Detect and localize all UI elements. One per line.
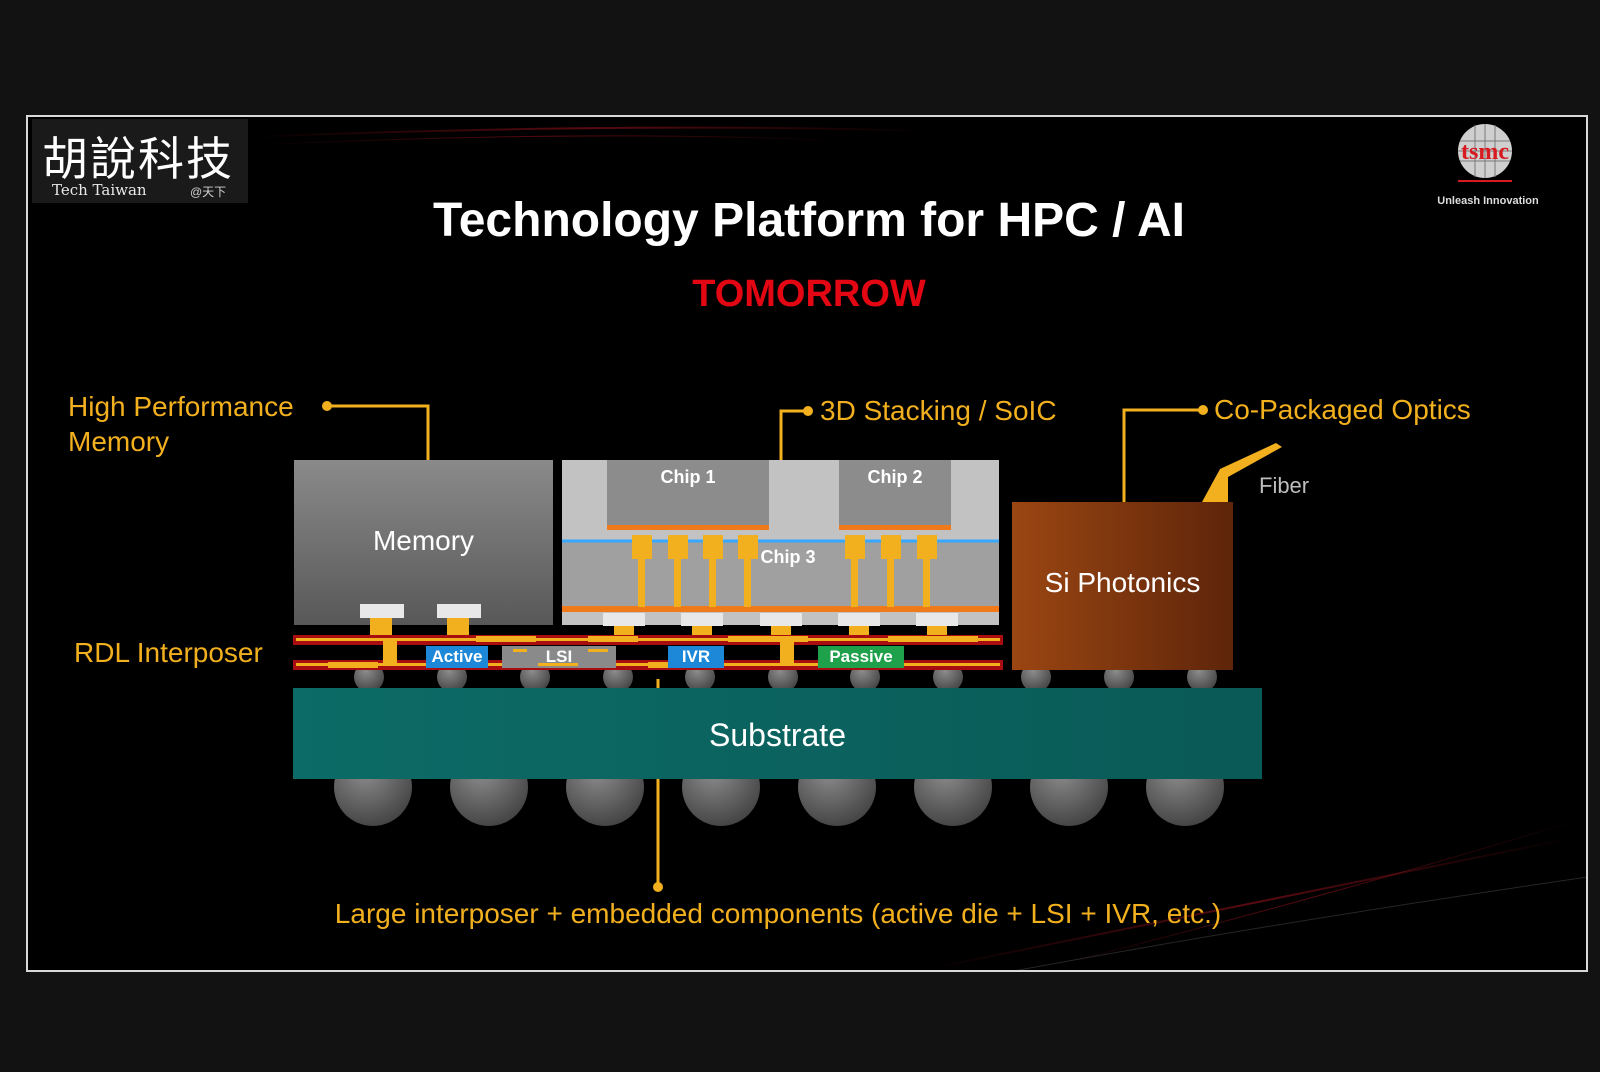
ivr-tag-bg	[668, 646, 724, 668]
passive-tag-bg	[818, 646, 904, 668]
callout-hbm-line1: High Performance	[68, 391, 294, 422]
watermark-handle: @天下	[190, 185, 227, 199]
passive-tag: Passive	[829, 647, 893, 666]
callout-rdl: RDL Interposer	[74, 637, 263, 668]
chip2-block	[839, 460, 951, 526]
lsi-tag-bg	[502, 646, 616, 668]
soic-pads	[603, 613, 958, 636]
tsmc-logo: tsmc	[1458, 124, 1512, 182]
watermark-box	[32, 119, 248, 203]
lsi-tag: LSI	[545, 647, 573, 666]
ivr-tag: IVR	[681, 647, 711, 666]
callout-dots	[322, 401, 1208, 892]
logo-tagline: Unleash Innovation	[1437, 195, 1539, 207]
rdl-interposer	[293, 635, 1003, 670]
chip2-label: Chip 2	[867, 467, 923, 487]
fiber-label: Fiber	[1259, 473, 1310, 498]
watermark-chinese-name: 胡說科技	[42, 132, 234, 186]
slide-title: Technology Platform for HPC / AI	[432, 194, 1186, 247]
callout-soic: 3D Stacking / SoIC	[820, 395, 1057, 426]
active-tag: Active	[431, 647, 483, 666]
chip1-label: Chip 1	[660, 467, 716, 487]
slide: tsmc	[26, 115, 1588, 972]
substrate	[293, 688, 1262, 779]
callout-cpo: Co-Packaged Optics	[1214, 394, 1471, 425]
photonics-label: Si Photonics	[1044, 567, 1201, 598]
callout-hbm-line2: Memory	[68, 426, 170, 457]
chip3-label: Chip 3	[760, 547, 816, 567]
soic-block	[562, 460, 999, 636]
tsmc-logo-text: tsmc	[1461, 139, 1509, 165]
memory-block	[294, 460, 553, 625]
memory-pads	[360, 604, 481, 636]
substrate-label: Substrate	[709, 717, 846, 753]
memory-label: Memory	[372, 525, 475, 556]
diagram-graphics: tsmc	[32, 119, 1586, 970]
active-tag-bg	[426, 646, 488, 668]
photonics-block	[1012, 502, 1233, 670]
watermark-english-name: Tech Taiwan	[52, 181, 147, 199]
decorative-streaks	[247, 126, 1586, 970]
callout-bottom: Large interposer + embedded components (…	[334, 898, 1222, 929]
slide-subtitle: TOMORROW	[692, 273, 926, 315]
fiber-shape	[1202, 443, 1282, 502]
tsv-pillars	[632, 535, 937, 607]
chip1-block	[607, 460, 769, 526]
